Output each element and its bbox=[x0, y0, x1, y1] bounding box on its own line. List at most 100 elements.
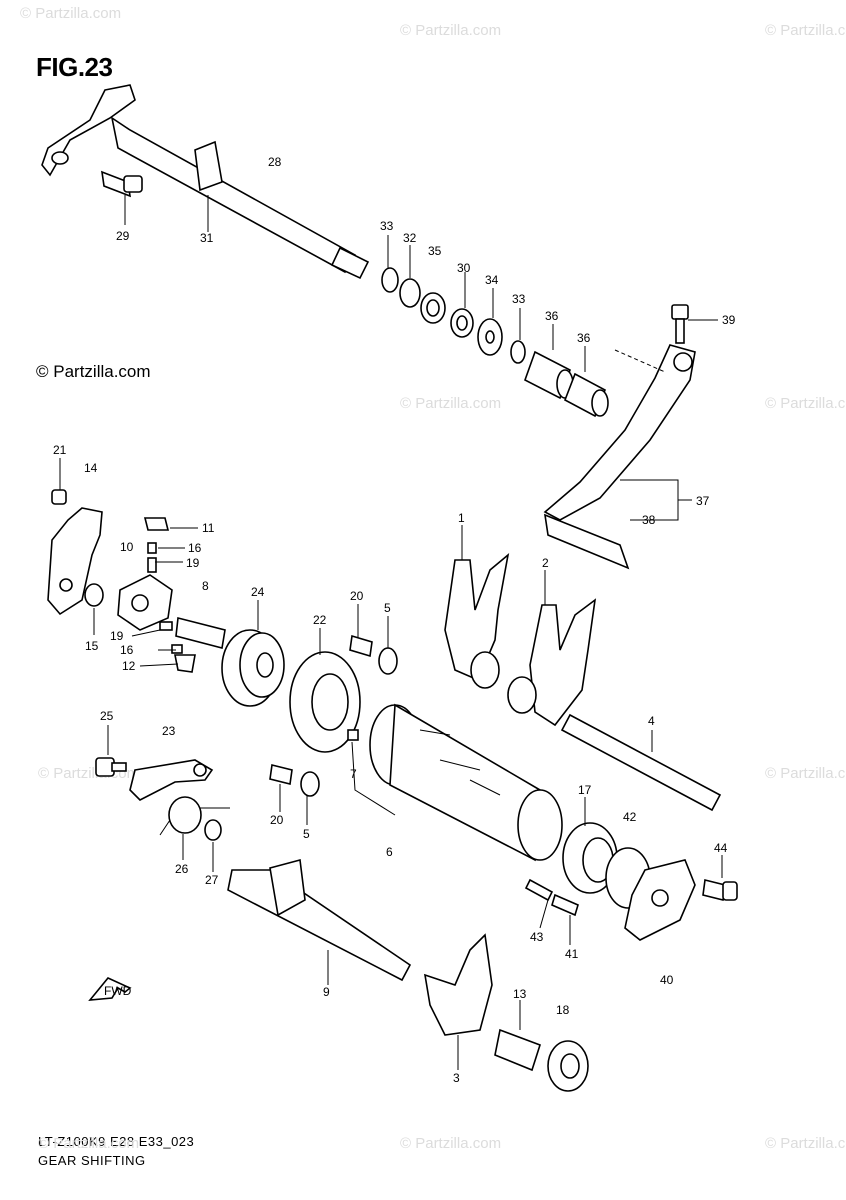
part-bearing-35[interactable] bbox=[420, 292, 446, 324]
part-spring-13[interactable] bbox=[494, 1028, 541, 1072]
watermark-group: © Partzilla.com © Partzilla.com © Partzi… bbox=[20, 5, 846, 1152]
callout-14: 14 bbox=[84, 461, 98, 475]
part-gearshift-lever[interactable] bbox=[543, 344, 696, 570]
part-circlip-33-upper[interactable] bbox=[381, 267, 399, 293]
part-pawl-11[interactable] bbox=[143, 517, 170, 531]
callout-6: 6 bbox=[386, 845, 393, 859]
part-gearshift-shaft[interactable] bbox=[41, 84, 370, 280]
callout-26: 26 bbox=[175, 862, 189, 876]
part-shift-cam-gear[interactable] bbox=[117, 574, 173, 631]
part-washer-32[interactable] bbox=[399, 278, 421, 308]
part-pin-7[interactable] bbox=[347, 729, 359, 741]
callout-2: 2 bbox=[542, 556, 549, 570]
part-bearing-22[interactable] bbox=[289, 651, 361, 753]
callout-29: 29 bbox=[116, 229, 130, 243]
part-pin-16-lower[interactable] bbox=[171, 644, 183, 654]
callout-11: 11 bbox=[202, 521, 215, 535]
callout-35: 35 bbox=[428, 244, 442, 258]
callout-1: 1 bbox=[458, 511, 465, 525]
diagram-caption: GEAR SHIFTING bbox=[38, 1153, 146, 1168]
part-fork-shaft-9[interactable] bbox=[227, 858, 412, 982]
callout-23: 23 bbox=[162, 724, 176, 738]
watermark: © Partzilla.com bbox=[765, 1135, 846, 1152]
part-spring-43[interactable] bbox=[524, 878, 554, 902]
part-bolt-20-lower[interactable] bbox=[269, 764, 293, 785]
callout-22: 22 bbox=[313, 613, 327, 627]
part-bolt-29[interactable] bbox=[101, 170, 143, 198]
callout-5: 5 bbox=[384, 601, 391, 615]
callout-34: 34 bbox=[485, 273, 499, 287]
callout-38: 38 bbox=[642, 513, 656, 527]
watermark: © Partzilla.com bbox=[400, 22, 501, 39]
part-cover-40[interactable] bbox=[624, 859, 696, 941]
callout-24: 24 bbox=[251, 585, 265, 599]
callout-36: 36 bbox=[577, 331, 591, 345]
callout-28: 28 bbox=[268, 155, 282, 169]
part-bolt-25[interactable] bbox=[95, 757, 127, 777]
callout-19: 19 bbox=[186, 556, 200, 570]
callout-25: 25 bbox=[100, 709, 114, 723]
part-spring-19-lower[interactable] bbox=[159, 621, 173, 631]
part-bushing-36a[interactable] bbox=[524, 350, 574, 400]
callout-16: 16 bbox=[120, 643, 134, 657]
part-shift-cam-drum[interactable] bbox=[369, 703, 563, 862]
part-lock-washer-5-upper[interactable] bbox=[378, 647, 398, 675]
part-lock-washer-5-lower[interactable] bbox=[300, 771, 320, 797]
part-shaft-8[interactable] bbox=[175, 616, 226, 649]
callout-17: 17 bbox=[578, 783, 592, 797]
part-pawl-12[interactable] bbox=[174, 654, 196, 673]
callout-4: 4 bbox=[648, 714, 655, 728]
callout-20: 20 bbox=[350, 589, 364, 603]
part-washer-27[interactable] bbox=[204, 819, 222, 841]
callout-36: 36 bbox=[545, 309, 559, 323]
part-bolt-44[interactable] bbox=[702, 879, 738, 901]
part-bushing-36b[interactable] bbox=[563, 372, 609, 418]
part-oil-seal-18[interactable] bbox=[547, 1040, 589, 1092]
part-bolt-21[interactable] bbox=[51, 489, 67, 505]
callout-31: 31 bbox=[200, 231, 214, 245]
callout-44: 44 bbox=[714, 841, 728, 855]
callout-43: 43 bbox=[530, 930, 544, 944]
part-bearing-17[interactable] bbox=[562, 822, 618, 894]
watermark: © Partzilla.com bbox=[400, 1135, 501, 1152]
part-shift-fork-1[interactable] bbox=[444, 552, 510, 689]
part-stopper-23[interactable] bbox=[129, 759, 214, 801]
part-washer-15[interactable] bbox=[84, 583, 104, 607]
callout-33: 33 bbox=[512, 292, 526, 306]
part-spring-19-upper[interactable] bbox=[147, 557, 157, 573]
part-bolt-39[interactable] bbox=[671, 304, 689, 344]
part-shift-fork-2[interactable] bbox=[507, 598, 597, 727]
part-washer-34[interactable] bbox=[477, 318, 503, 356]
callout-40: 40 bbox=[660, 973, 674, 987]
callout-30: 30 bbox=[457, 261, 471, 275]
part-fork-shaft-4[interactable] bbox=[560, 713, 722, 812]
callout-10: 10 bbox=[120, 540, 134, 554]
callout-37: 37 bbox=[696, 494, 710, 508]
watermark: © Partzilla.com bbox=[38, 1135, 139, 1152]
callout-20: 20 bbox=[270, 813, 284, 827]
watermark: © Partzilla.com bbox=[765, 22, 846, 39]
watermark: © Partzilla.com bbox=[765, 395, 846, 412]
part-circlip-33-lower[interactable] bbox=[510, 340, 526, 364]
part-gearshift-cam-24[interactable] bbox=[221, 629, 285, 707]
callout-12: 12 bbox=[122, 659, 136, 673]
figure-title: FIG.23 bbox=[36, 52, 113, 82]
part-shift-fork-3[interactable] bbox=[423, 933, 493, 1036]
watermark: © Partzilla.com bbox=[400, 395, 501, 412]
callout-3: 3 bbox=[453, 1071, 460, 1085]
callout-7: 7 bbox=[350, 767, 357, 781]
part-spring-26[interactable] bbox=[159, 796, 230, 836]
callout-18: 18 bbox=[556, 1003, 570, 1017]
callout-5: 5 bbox=[303, 827, 310, 841]
part-pin-41[interactable] bbox=[551, 893, 579, 917]
callout-39: 39 bbox=[722, 313, 736, 327]
watermark: © Partzilla.com bbox=[20, 5, 121, 22]
callout-8: 8 bbox=[202, 579, 209, 593]
part-bolt-20-upper[interactable] bbox=[349, 634, 373, 658]
part-pin-16-upper[interactable] bbox=[147, 542, 157, 554]
callout-9: 9 bbox=[323, 985, 330, 999]
part-oil-seal-30[interactable] bbox=[450, 308, 474, 338]
part-cam-stopper-plate[interactable] bbox=[47, 507, 103, 616]
